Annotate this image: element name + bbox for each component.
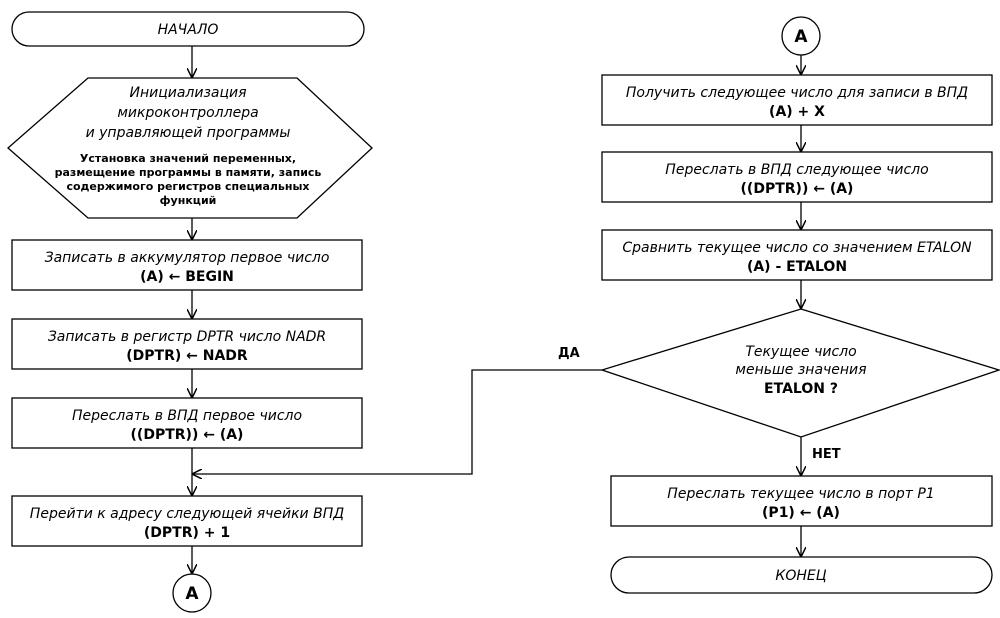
connector-a-out-label: A: [185, 584, 199, 604]
connector-a-in: A: [781, 16, 821, 56]
step6-formula: ((DPTR)) ← (A): [741, 181, 854, 197]
end-shape: [610, 556, 993, 594]
init-title-line-3: и управляющей программы: [86, 125, 291, 141]
connector-a-out-circle: [172, 573, 212, 613]
decision-line-2: меньше значения: [735, 362, 866, 378]
step7-box: [601, 229, 993, 281]
step8-text: Переслать текущее число в порт P1: [667, 486, 934, 502]
init-block: Инициализация микроконтроллера и управля…: [7, 77, 373, 219]
step8-formula: (P1) ← (A): [762, 505, 840, 521]
process-step-4: Перейти к адресу следующей ячейки ВПД (D…: [11, 495, 363, 547]
decision-block: Текущее число меньше значения ETALON ?: [599, 308, 1000, 438]
process-step-2: Записать в регистр DPTR число NADR (DPTR…: [11, 318, 363, 370]
process-step-6: Переслать в ВПД следующее число ((DPTR))…: [601, 151, 993, 203]
step4-text: Перейти к адресу следующей ячейки ВПД: [30, 506, 344, 522]
decision-formula: ETALON ?: [764, 381, 838, 397]
label-yes: ДА: [558, 346, 580, 361]
process-step-7: Сравнить текущее число со значением ETAL…: [601, 229, 993, 281]
step1-text: Записать в аккумулятор первое число: [45, 250, 330, 266]
init-title-line-2: микроконтроллера: [117, 105, 258, 121]
arrow-yes-loop: [193, 369, 602, 474]
init-detail-line-3: содержимого регистров специальных: [66, 180, 309, 193]
step1-box: [11, 239, 363, 291]
step6-box: [601, 151, 993, 203]
step4-box: [11, 495, 363, 547]
step7-text: Сравнить текущее число со значением ETAL…: [622, 240, 972, 256]
step7-formula: (A) - ETALON: [747, 259, 847, 275]
end-label: КОНЕЦ: [775, 568, 826, 584]
step3-formula: ((DPTR)) ← (A): [131, 427, 244, 443]
process-step-5: Получить следующее число для записи в ВП…: [601, 74, 993, 126]
step1-formula: (A) ← BEGIN: [140, 269, 234, 285]
end-terminator: КОНЕЦ: [610, 556, 993, 594]
step3-text: Переслать в ВПД первое число: [72, 408, 302, 424]
label-no: НЕТ: [812, 447, 841, 462]
start-label: НАЧАЛО: [158, 22, 219, 38]
init-detail-line-4: функций: [160, 194, 217, 207]
connector-a-out: A: [172, 573, 212, 613]
process-step-1: Записать в аккумулятор первое число (A) …: [11, 239, 363, 291]
process-step-8: Переслать текущее число в порт P1 (P1) ←…: [610, 475, 993, 527]
init-detail-line-2: размещение программы в памяти, запись: [55, 166, 322, 179]
step5-box: [601, 74, 993, 126]
connector-a-in-label: A: [794, 27, 808, 47]
step2-text: Записать в регистр DPTR число NADR: [48, 329, 326, 345]
step3-box: [11, 397, 363, 449]
step2-formula: (DPTR) ← NADR: [126, 348, 248, 364]
init-title-line-1: Инициализация: [129, 85, 246, 101]
step6-text: Переслать в ВПД следующее число: [665, 162, 928, 178]
process-step-3: Переслать в ВПД первое число ((DPTR)) ← …: [11, 397, 363, 449]
start-shape: [11, 11, 365, 47]
init-hexagon: [7, 77, 373, 219]
step5-text: Получить следующее число для записи в ВП…: [626, 85, 968, 101]
step5-formula: (A) + X: [769, 104, 825, 120]
step4-formula: (DPTR) + 1: [144, 525, 230, 541]
init-detail-line-1: Установка значений переменных,: [80, 152, 296, 165]
start-terminator: НАЧАЛО: [11, 11, 365, 47]
decision-line-1: Текущее число: [745, 344, 856, 360]
step2-box: [11, 318, 363, 370]
